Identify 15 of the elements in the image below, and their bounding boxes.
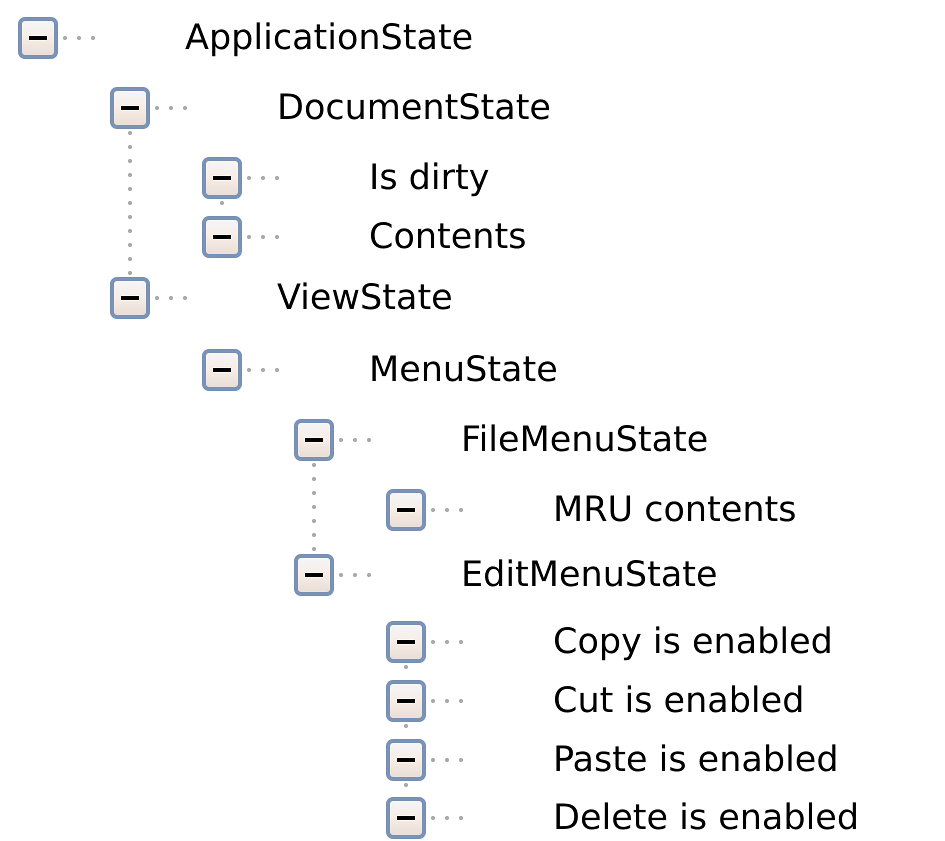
- tree-item-label: Is dirty: [369, 157, 490, 200]
- tree-item-label: FileMenuState: [461, 419, 708, 462]
- tree-item-label: Cut is enabled: [553, 680, 804, 723]
- tree-item-label: ViewState: [277, 277, 453, 320]
- tree-item-label: EditMenuState: [461, 554, 718, 597]
- dotted-connector: [128, 131, 132, 277]
- tree-item-label: Paste is enabled: [553, 739, 839, 782]
- tree-item-label: MenuState: [369, 349, 558, 392]
- tree-item-label: Delete is enabled: [553, 797, 860, 840]
- tree-item-label: DocumentState: [277, 87, 551, 130]
- dotted-connector: [312, 463, 316, 554]
- tree-item-label: Contents: [369, 216, 526, 259]
- tree-item-label: ApplicationState: [185, 17, 474, 60]
- tree-item-label: MRU contents: [553, 489, 796, 532]
- tree-item-label: Copy is enabled: [553, 621, 833, 664]
